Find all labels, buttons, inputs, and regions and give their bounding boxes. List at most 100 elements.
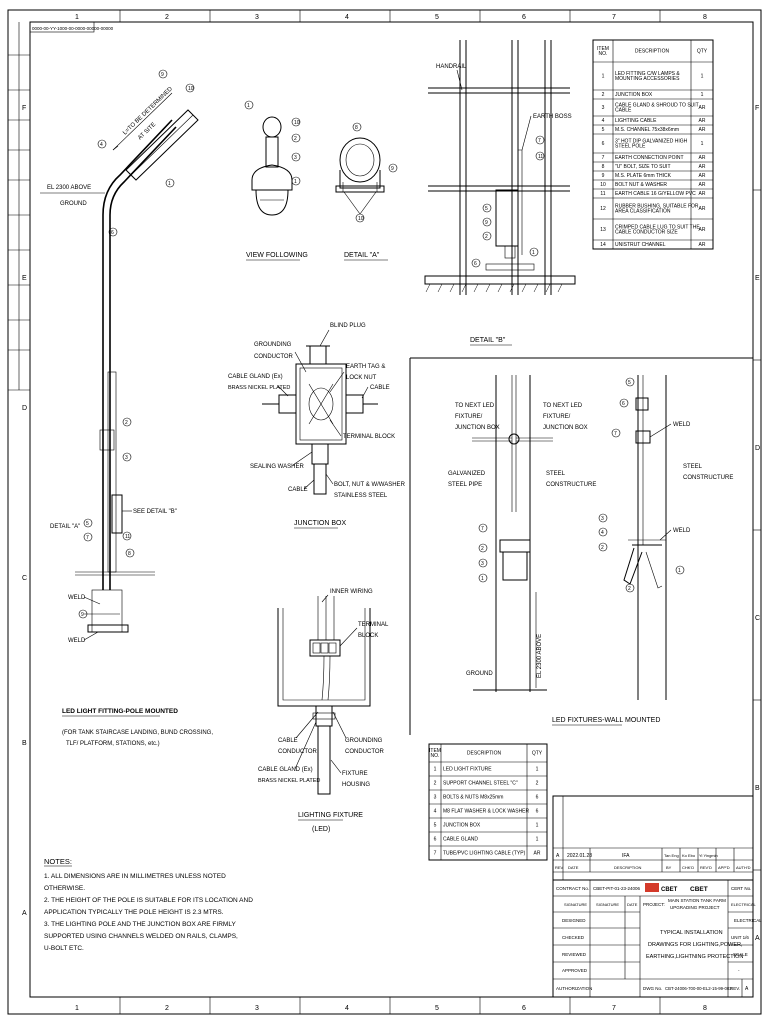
table-cell-description: CABLE GLAND & SHROUD TO SUIT [615,103,699,109]
tb-unit: UNIT 1/6 [731,935,749,940]
svg-text:5: 5 [485,206,488,212]
wall-mounted-section: TO NEXT LED FIXTURE/ JUNCTION BOX TO NEX… [409,357,753,735]
jb-cable-right: CABLE [370,385,390,391]
table-cell-item: 3 [434,795,437,801]
outer-border [7,9,762,1015]
svg-text:4: 4 [345,1005,349,1012]
table-cell-item: 11 [600,191,605,197]
lf-grounding: GROUNDING [345,738,383,744]
table-cell-item: 9 [602,173,605,179]
svg-text:6: 6 [522,1005,526,1012]
jb-sealing-washer: SEALING WASHER [250,464,304,470]
tb-epc: ELECTRICAL [734,918,762,923]
table-cell-description: RUBBER BUSHING, SUITABLE FOR [615,204,699,210]
col-7: 7 [612,14,616,21]
svg-text:1: 1 [168,181,171,187]
svg-text:8: 8 [703,1005,707,1012]
lf-cable: CABLE [278,738,298,744]
svg-text:3: 3 [481,561,484,567]
svg-text:2: 2 [601,545,604,551]
jb-terminal-block: TERMINAL BLOCK [343,434,395,440]
pole-mounted-view: L=TO BE DETERMINED AT SITE EL 2300 ABOVE… [40,69,213,747]
detail-b-handrail: HANDRAIL [436,64,467,70]
jb-cable: CABLE [288,487,308,493]
svg-text:DESCRIPTION: DESCRIPTION [614,865,641,870]
table-cell-qty: AR [699,191,706,197]
svg-text:6: 6 [474,261,477,267]
wm-to-next-2c: JUNCTION BOX [543,425,588,431]
svg-text:10: 10 [294,120,300,126]
tb-contract-no: CBET-PIT-01-23-24006 [593,886,641,891]
tb-title-1: TYPICAL INSTALLATION [660,930,723,936]
pole-view-subtitle-2: TLF/ PLATFORM, STATIONS, etc.) [66,741,160,747]
svg-text:8: 8 [355,125,358,131]
svg-text:7: 7 [481,526,484,532]
lf-gland: CABLE GLAND (Ex) [258,767,313,773]
col-8: 8 [703,14,707,21]
note-line-7: U-BOLT ETC. [44,945,84,952]
table-cell-description: CABLE GLAND [443,837,478,843]
table-header-cell: QTY [697,49,708,55]
svg-text:SIGNATURE: SIGNATURE [596,902,619,907]
col-3: 3 [255,14,259,21]
table-cell-description: BOLTS & NUTS M8x25mm [443,795,503,801]
table-cell-qty: AR [699,127,706,133]
note-line-6: SUPPORTED USING CHANNELS WELDED ON RAILS… [44,933,238,940]
table-cell-qty: 1 [701,141,704,147]
pole-view-subtitle-1: (FOR TANK STAIRCASE LANDING, BUND CROSSI… [62,730,213,736]
table-cell-qty: AR [699,118,706,124]
svg-text:2: 2 [294,136,297,142]
table-cell-qty: AR [699,155,706,161]
table-cell-description: CABLE CONDUCTOR SIZE [615,230,678,236]
wm-to-next-2b: FIXTURE/ [543,414,571,420]
table-cell-item: 7 [434,851,437,857]
table-cell-description: STEEL POLE [615,144,646,150]
table-cell-qty: AR [699,242,706,248]
svg-text:DATE: DATE [568,865,579,870]
table-cell-item: 7 [602,155,605,161]
row-c: C [22,575,27,582]
svg-text:CHK'D: CHK'D [682,865,694,870]
svg-text:1: 1 [532,250,535,256]
svg-text:9: 9 [485,220,488,226]
table-cell-item: 1 [602,74,605,80]
table-cell-description: M.S. PLATE 6mm THICK [615,173,672,179]
col-1: 1 [75,14,79,21]
table-cell-qty: AR [699,227,706,233]
jb-grounding: GROUNDING [254,342,292,348]
wm-weld-2: WELD [673,528,691,534]
tb-project-name-2: UPGRADING PROJECT [670,905,720,910]
svg-text:1: 1 [75,1005,79,1012]
svg-text:SIGNATURE: SIGNATURE [564,902,587,907]
note-line-3: 2. THE HEIGHT OF THE POLE IS SUITABLE FO… [44,897,253,904]
view-following: 1 10 2 3 1 VIEW FOLLOWING [244,100,308,261]
wm-el-label: EL 2300 ABOVE [537,634,543,678]
tb-scale: - [738,968,740,973]
tb-discipline: ELECTRICAL [731,902,756,907]
wm-weld-1: WELD [673,422,691,428]
table-header-cell: NO. [431,753,440,759]
lf-terminal: TERMINAL [358,622,389,628]
jb-earth-tag: EARTH TAG & [346,364,385,370]
pole-el-label-2: GROUND [60,201,87,207]
table-cell-item: 1 [434,767,437,773]
svg-text:11: 11 [538,154,543,160]
svg-text:E: E [755,275,760,282]
table-header-cell: ITEM [597,46,609,52]
tb-rev-date: 2022.01.28 [567,853,592,859]
svg-text:2: 2 [165,1005,169,1012]
table-cell-description: SUPPORT CHANNEL STEEL "C" [443,781,518,787]
wall-mounted-title: LED FIXTURES-WALL MOUNTED [552,717,660,724]
detail-a-view: 8 9 10 DETAIL "A" [335,122,398,261]
row-e: E [22,275,27,282]
table-cell-qty: 6 [536,809,539,815]
svg-text:7: 7 [538,138,541,144]
svg-text:B: B [755,785,760,792]
svg-text:4: 4 [601,530,604,536]
svg-text:6: 6 [111,230,114,236]
